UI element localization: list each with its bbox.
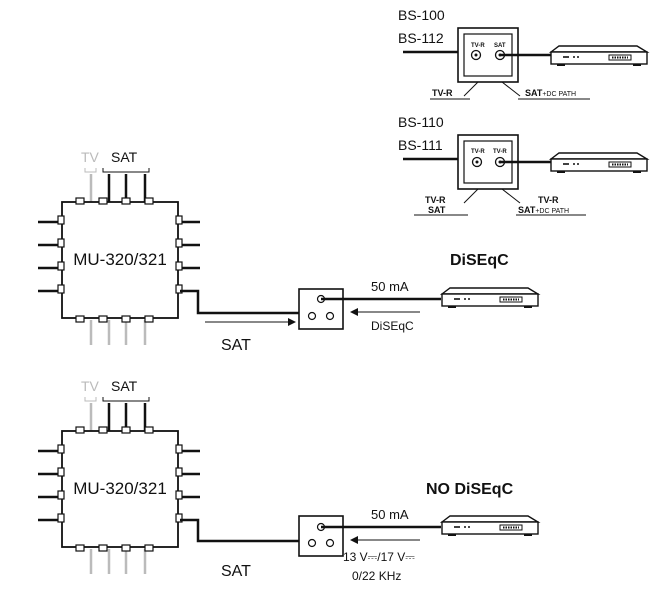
tv-label: TV	[81, 149, 100, 165]
label-sat: SAT	[428, 205, 446, 215]
arrow-left-icon	[350, 308, 358, 316]
receiver-icon	[441, 287, 539, 309]
model-bs-111: BS-111	[398, 137, 443, 153]
port-label-tvr-2: TV-R	[493, 149, 507, 155]
no-diseqc-title: NO DiSEqC	[426, 481, 514, 498]
current-label: 50 mA	[371, 507, 409, 522]
port-label-tvr: TV-R	[471, 43, 485, 49]
arrow-right-icon	[288, 318, 296, 326]
wall-outlet	[298, 515, 344, 557]
label-sat-dc-path: SAT+DC PATH	[518, 205, 569, 215]
port-icon	[325, 311, 335, 321]
label-sat-dc-path: SAT+DC PATH	[525, 88, 576, 98]
label-tvr: TV-R	[432, 88, 453, 98]
model-bs-100: BS-100	[398, 7, 445, 23]
sat-output-label: SAT	[221, 563, 251, 580]
outlet-group-b: BS-110 BS-111 TV-R TV-R TV-R SAT TV-R SA…	[398, 114, 648, 216]
port-icon	[307, 538, 317, 548]
sat-output-label: SAT	[221, 337, 251, 354]
model-bs-110: BS-110	[398, 114, 444, 130]
label-tvr-right: TV-R	[538, 195, 559, 205]
multiswitch-label: MU-320/321	[73, 479, 167, 498]
coax-cable	[180, 518, 299, 543]
sat-label: SAT	[111, 149, 138, 165]
receiver-icon	[441, 515, 539, 537]
diseqc-title: DiSEqC	[450, 252, 509, 269]
port-icon	[307, 311, 317, 321]
tone-label: 0/22 KHz	[352, 569, 401, 583]
multiswitch-label: MU-320/321	[73, 250, 167, 269]
current-label: 50 mA	[371, 279, 409, 294]
outlet-group-a: BS-100 BS-112 TV-R SAT TV-R SAT+DC PATH	[398, 7, 648, 100]
voltage-label: 13 V⎓/17 V⎓	[343, 550, 415, 564]
no-diseqc-section: TV SAT MU-320/321 SAT NO DiSEqC 50 mA 13	[38, 378, 539, 583]
tv-label: TV	[81, 378, 100, 394]
coax-cable	[180, 289, 299, 315]
port-label-sat: SAT	[494, 43, 506, 49]
diseqc-section: TV SAT MU-320/321 SAT	[38, 149, 539, 354]
diseqc-signal-label: DiSEqC	[371, 319, 414, 333]
label-tvr: TV-R	[425, 195, 446, 205]
model-bs-112: BS-112	[398, 30, 444, 46]
receiver-icon	[550, 152, 648, 174]
sat-label: SAT	[111, 378, 138, 394]
port-icon	[325, 538, 335, 548]
arrow-left-icon	[350, 536, 358, 544]
receiver-icon	[550, 45, 648, 67]
port-label-tvr: TV-R	[471, 149, 485, 155]
